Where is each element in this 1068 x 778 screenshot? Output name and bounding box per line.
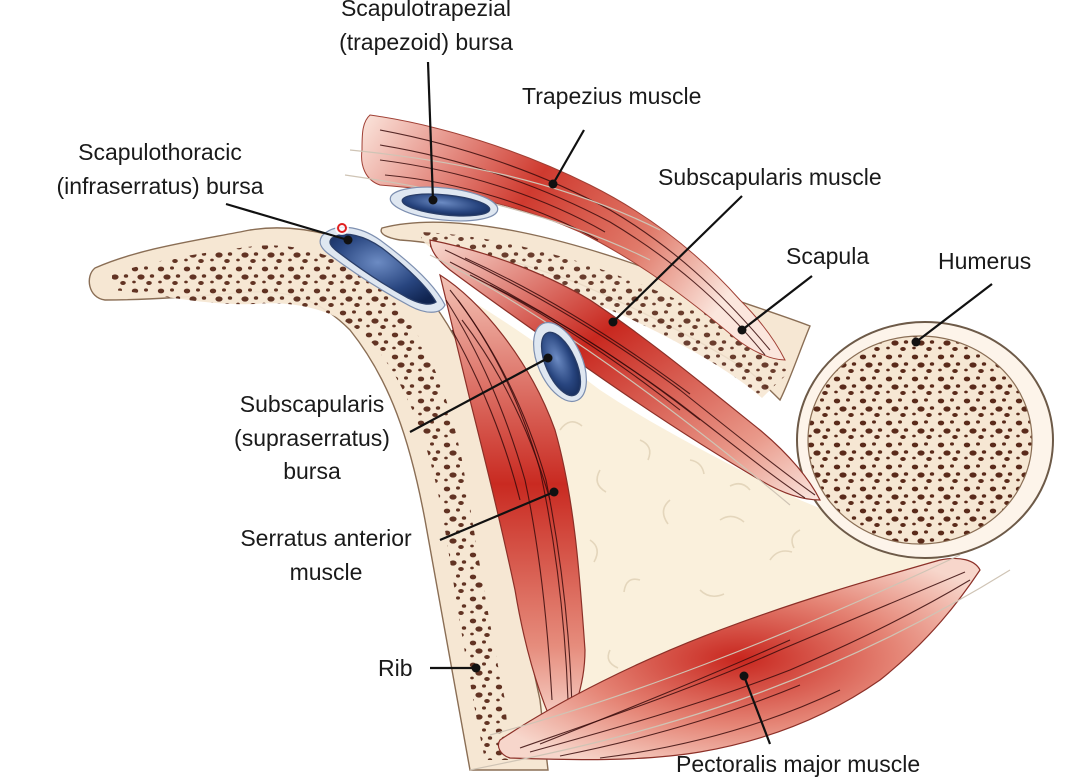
label-subscapularis-bursa-3: bursa bbox=[283, 458, 341, 484]
leader-lines bbox=[225, 61, 993, 745]
subscapularis-bursa bbox=[533, 322, 587, 402]
humerus-bone bbox=[796, 321, 1054, 559]
labels: Scapulotrapezial (trapezoid) bursa Trape… bbox=[56, 0, 1031, 777]
label-pectoralis: Pectoralis major muscle bbox=[676, 751, 920, 777]
label-humerus: Humerus bbox=[938, 248, 1031, 274]
label-rib: Rib bbox=[378, 655, 413, 681]
label-scapulotrapezial-2: (trapezoid) bursa bbox=[339, 29, 513, 55]
subscapularis-muscle bbox=[429, 239, 821, 506]
label-scapulothoracic-2: (infraserratus) bursa bbox=[56, 173, 263, 199]
scapulothoracic-bursa bbox=[319, 226, 446, 313]
scapulotrapezial-bursa bbox=[389, 186, 499, 222]
label-serratus-2: muscle bbox=[290, 559, 363, 585]
label-subscapularis-muscle: Subscapularis muscle bbox=[658, 164, 882, 190]
label-scapulotrapezial-1: Scapulotrapezial bbox=[341, 0, 511, 21]
pectoralis-major-muscle bbox=[469, 554, 1011, 771]
trapezius-muscle bbox=[344, 114, 786, 361]
label-trapezius: Trapezius muscle bbox=[522, 83, 701, 109]
cursor-marker bbox=[335, 221, 349, 235]
label-serratus-1: Serratus anterior bbox=[240, 525, 412, 551]
label-scapula: Scapula bbox=[786, 243, 869, 269]
label-scapulothoracic-1: Scapulothoracic bbox=[78, 139, 242, 165]
label-subscapularis-bursa-2: (supraserratus) bbox=[234, 425, 390, 451]
label-subscapularis-bursa-1: Subscapularis bbox=[240, 391, 384, 417]
